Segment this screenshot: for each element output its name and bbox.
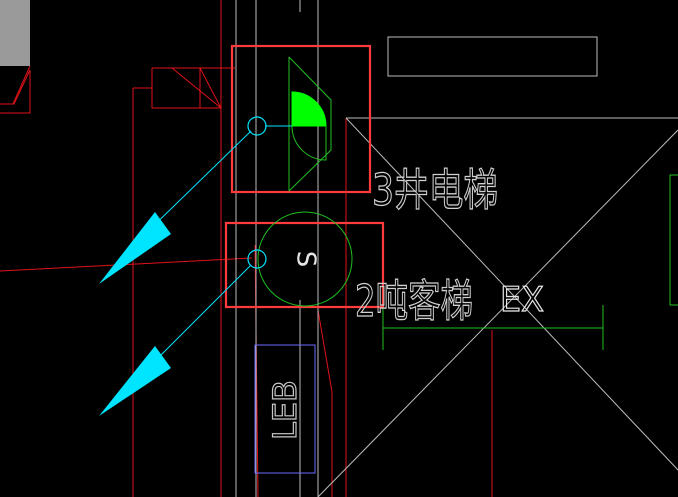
highlight-box-lower[interactable] (224, 221, 385, 309)
elevator-3-label: 3井电梯 (372, 165, 498, 216)
leb-box (254, 344, 316, 474)
highlight-box-upper[interactable] (230, 44, 372, 194)
connector-node-lower (247, 249, 267, 269)
leb-label: LEB (266, 380, 304, 440)
smoke-detector-symbol-icon (257, 211, 353, 307)
gray-block (0, 0, 30, 66)
ex-label: EX (500, 280, 544, 320)
cyan-leaders (138, 130, 252, 377)
elevator-2-label: 2吨客梯 (355, 276, 473, 327)
red-linework (0, 0, 493, 497)
green-linework (382, 174, 678, 350)
s-symbol-label: S (291, 251, 321, 268)
connector-node-upper (247, 116, 267, 136)
exhaust-fan-symbol-icon (288, 56, 332, 192)
cyan-pointer-arrow-icon[interactable] (99, 346, 171, 416)
gray-linework (235, 0, 678, 497)
cyan-pointer-arrow-icon[interactable] (99, 212, 171, 284)
